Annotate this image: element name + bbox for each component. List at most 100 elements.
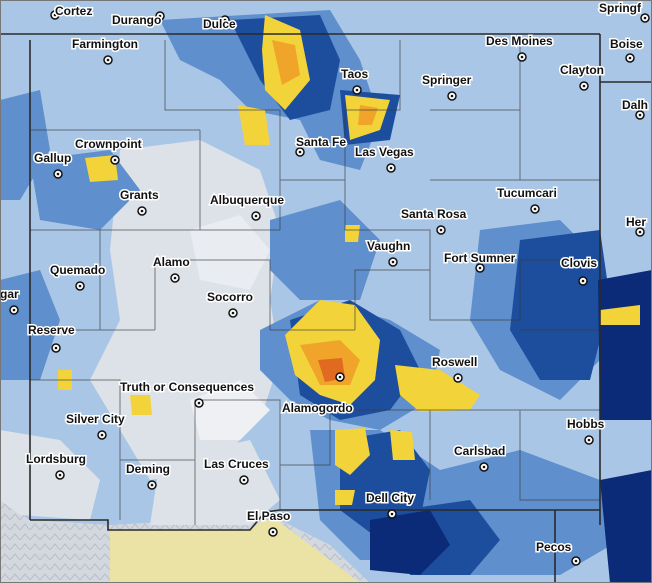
city-pecos: Pecos xyxy=(535,539,581,566)
city-marker-dot xyxy=(638,230,642,234)
city-marker-dot xyxy=(54,346,58,350)
city-marker-dot xyxy=(106,58,110,62)
city-label: Crownpoint xyxy=(75,137,142,151)
city-label: Vaughn xyxy=(367,239,410,253)
county-borders xyxy=(29,40,601,525)
city-label: Quemado xyxy=(50,263,105,277)
city-santa-rosa: Santa Rosa xyxy=(400,206,468,235)
city-label: Albuquerque xyxy=(210,193,284,207)
city-marker-dot xyxy=(587,438,591,442)
city-label: Durango xyxy=(112,13,161,27)
city-marker-dot xyxy=(140,209,144,213)
city-grants: Grants xyxy=(119,187,161,216)
city-label: Carlsbad xyxy=(454,444,505,458)
dry-areas xyxy=(0,140,280,525)
city-marker-dot xyxy=(173,276,177,280)
city-label: Gallup xyxy=(34,151,71,165)
city-marker-dot xyxy=(100,433,104,437)
city-marker-dot xyxy=(355,88,359,92)
city-dalh: Dalh xyxy=(621,97,650,120)
city-her: Her xyxy=(625,214,648,237)
city-label: Truth or Consequences xyxy=(120,380,254,394)
city-marker-dot xyxy=(390,512,394,516)
city-label: Grants xyxy=(120,188,159,202)
city-marker-dot xyxy=(520,55,524,59)
city-label: Her xyxy=(626,215,646,229)
city-las-cruces: Las Cruces xyxy=(203,456,271,485)
city-deming: Deming xyxy=(125,461,172,490)
city-gallup: Gallup xyxy=(33,150,73,179)
city-quemado: Quemado xyxy=(49,262,107,291)
city-marker-dot xyxy=(158,14,162,18)
city-label: Dulce xyxy=(203,17,236,31)
city-label: Pecos xyxy=(536,540,572,554)
city-farmington: Farmington xyxy=(71,36,140,65)
city-socorro: Socorro xyxy=(206,289,255,318)
city-las-vegas: Las Vegas xyxy=(354,144,416,173)
city-marker-dot xyxy=(638,113,642,117)
city-hobbs: Hobbs xyxy=(566,416,606,445)
city-springf: Springf xyxy=(598,0,650,23)
city-truth-or-consequences: Truth or Consequences xyxy=(119,379,256,408)
city-marker-dot xyxy=(271,530,275,534)
city-label: Reserve xyxy=(28,323,75,337)
city-marker-dot xyxy=(574,559,578,563)
city-marker-dot xyxy=(223,18,227,22)
city-marker-dot xyxy=(450,94,454,98)
city-label: Santa Fe xyxy=(296,135,346,149)
city-reserve: Reserve xyxy=(27,322,77,353)
city-label: Roswell xyxy=(432,355,477,369)
city-silver-city: Silver City xyxy=(65,411,127,440)
state-borders xyxy=(0,33,652,583)
city-marker-dot xyxy=(389,166,393,170)
city-label: Fort Sumner xyxy=(444,251,516,265)
city-label: Socorro xyxy=(207,290,253,304)
city-vaughn: Vaughn xyxy=(366,238,412,267)
city-dell-city: Dell City xyxy=(365,490,416,519)
city-label: Boise xyxy=(610,37,643,51)
city-marker-dot xyxy=(53,13,57,17)
city-marker-dot xyxy=(197,401,201,405)
city-label: Alamo xyxy=(153,255,190,269)
city-marker-dot xyxy=(231,311,235,315)
city-clayton: Clayton xyxy=(559,62,606,91)
city-label: El Paso xyxy=(247,509,290,523)
city-label: Des Moines xyxy=(486,34,553,48)
city-label: Tucumcari xyxy=(497,186,557,200)
city-marker-dot xyxy=(12,308,16,312)
city-label: Dalh xyxy=(622,98,648,112)
city-fort-sumner: Fort Sumner xyxy=(443,250,517,273)
city-label: Clovis xyxy=(561,256,597,270)
city-marker-dot xyxy=(113,158,117,162)
city-des-moines: Des Moines xyxy=(485,33,555,62)
city-marker-dot xyxy=(582,84,586,88)
city-label: Las Vegas xyxy=(355,145,414,159)
city-marker-dot xyxy=(456,376,460,380)
city-label: Springer xyxy=(422,73,472,87)
city-marker-dot xyxy=(298,150,302,154)
city-gar: gar xyxy=(0,286,21,315)
city-clovis: Clovis xyxy=(560,255,599,286)
city-label: Dell City xyxy=(366,491,414,505)
city-santa-fe: Santa Fe xyxy=(295,134,348,157)
city-label: Hobbs xyxy=(567,417,605,431)
city-marker-dot xyxy=(478,266,482,270)
city-dulce: Dulce xyxy=(202,15,238,33)
city-durango: Durango xyxy=(111,11,165,29)
mexico-region xyxy=(110,515,360,583)
city-tucumcari: Tucumcari xyxy=(496,185,558,214)
city-crownpoint: Crownpoint xyxy=(74,136,143,165)
city-marker-dot xyxy=(150,483,154,487)
city-albuquerque: Albuquerque xyxy=(209,192,286,221)
city-marker-dot xyxy=(643,16,647,20)
city-alamogordo: Alamogordo xyxy=(281,372,354,417)
city-label: Taos xyxy=(341,67,368,81)
city-marker-dot xyxy=(482,465,486,469)
city-lordsburg: Lordsburg xyxy=(25,451,88,480)
city-boise: Boise xyxy=(609,36,645,63)
city-taos: Taos xyxy=(340,66,370,95)
city-label: Cortez xyxy=(55,4,92,18)
city-marker-dot xyxy=(58,473,62,477)
